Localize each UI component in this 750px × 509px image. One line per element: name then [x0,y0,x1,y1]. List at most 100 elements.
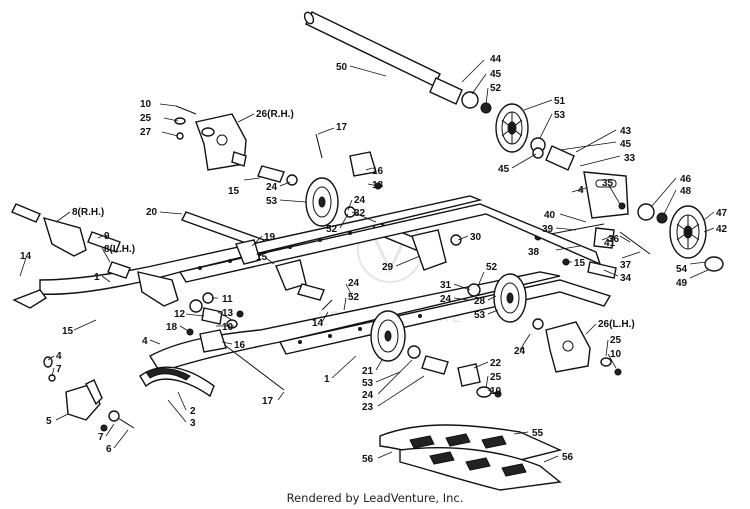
callout: 46 [680,174,692,185]
callout: 53 [362,378,374,389]
front-arm-rh [11,203,121,257]
wheel-spacer [545,145,575,171]
rail-front-tip [12,289,48,309]
lower-front-wheel [370,310,406,362]
shaft-bearing [480,102,492,114]
callout: 36 [608,234,620,245]
callout: 23 [362,402,374,413]
cross-shaft [303,11,441,87]
callout: 44 [490,54,502,65]
callout: 50 [336,62,348,73]
pivot-bracket-mid [275,259,307,291]
callout: 1 [94,272,100,283]
callout: 4 [56,351,62,362]
rail-insert [587,261,617,279]
callout: 32 [354,208,366,219]
callout: 54 [676,264,688,275]
callout: 45 [620,139,632,150]
callout: 15 [228,186,240,197]
callout: 56 [362,454,374,465]
callout: 52 [486,262,498,273]
arm-bracket-29 [411,229,447,271]
credit-line: Rendered by LeadVenture, Inc. [286,491,464,505]
callout: 8(L.H.) [104,244,135,255]
callout: 40 [544,210,556,221]
callout: 45 [490,69,502,80]
shaft-bushing [429,77,463,105]
callout: 15 [256,252,268,263]
callout: 24 [354,195,366,206]
callout: 53 [554,110,566,121]
callout: 35 [602,178,614,189]
callout: 24 [440,294,452,305]
front-arm-lh [107,261,203,313]
callout: 55 [532,428,544,439]
callout: 43 [620,126,632,137]
stop-block-lower [199,329,227,353]
lower-mid-wheel [493,273,527,323]
callout: 53 [474,310,486,321]
callout: 48 [680,186,692,197]
callout: 24 [514,346,526,357]
callout-labels: 50 44 45 52 51 53 43 45 33 45 46 48 35 4… [20,54,728,465]
callout: 15 [62,326,74,337]
callout: 2 [190,406,196,417]
callout: 22 [490,358,502,369]
callout: 53 [266,196,278,207]
callout: 14 [312,318,324,329]
callout: 17 [262,396,274,407]
callout: 26(L.H.) [598,319,635,330]
callout: 4 [142,336,148,347]
stop-block-upper [349,151,377,177]
adjuster-block [593,227,615,249]
callout: 37 [620,260,632,271]
callout: 4 [578,185,584,196]
wheel-cap [704,256,724,272]
callout: 17 [336,122,348,133]
callout: 14 [20,251,32,262]
part-shapes [11,11,724,491]
callout: 16 [372,166,384,177]
leader-lines [19,59,715,463]
rear-bearing [656,212,668,224]
callout: 39 [542,224,554,235]
callout: 16 [234,340,246,351]
callout: 42 [716,224,728,235]
callout: 30 [470,232,482,243]
long-bolt-lower [225,345,285,391]
stop-block-22 [457,363,481,387]
callout: 11 [222,294,233,305]
callout: 10 [140,99,152,110]
callout: 45 [498,164,510,175]
mid-idler-wheel [305,177,339,227]
callout: 49 [676,278,688,289]
callout: 25 [140,113,152,124]
callout: 19 [264,232,276,243]
callout: 31 [440,280,452,291]
adjuster-bolt [619,231,651,255]
callout: 41 [604,238,616,249]
callout: 6 [106,444,112,455]
callout: 7 [56,364,62,375]
top-bolt [315,133,323,159]
track-section [379,424,563,491]
callout: 21 [362,366,374,377]
callout: 24 [348,278,360,289]
callout: 52 [490,83,502,94]
callout: 25 [490,372,502,383]
callout: 10 [490,386,502,397]
rear-spacer [637,203,655,221]
callout: 25 [610,335,622,346]
pivot-nut [450,234,462,246]
callout: 33 [624,153,636,164]
callout: 12 [174,309,186,320]
bracket-lh [545,321,591,373]
callout: 5 [46,416,52,427]
callout: 24 [266,182,278,193]
slide-rail-lower [149,271,612,373]
callout: 51 [554,96,566,107]
callout: 29 [382,262,394,273]
callout: 18 [372,180,384,191]
callout: 8(R.H.) [72,207,104,218]
callout: 24 [362,390,374,401]
